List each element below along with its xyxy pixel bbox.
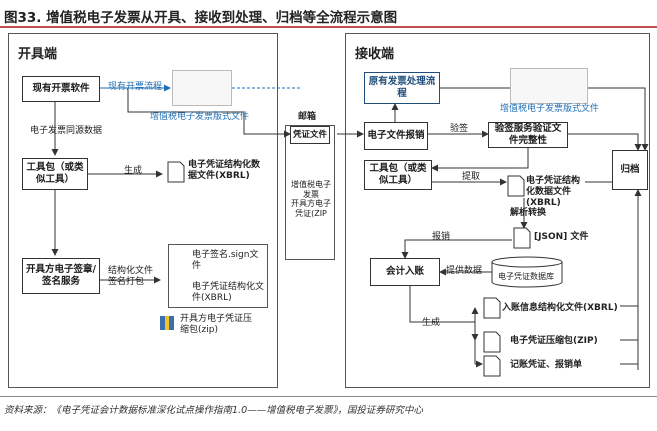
json-doc: [JSON] 文件 <box>534 232 589 242</box>
reimburse-label: 报销 <box>432 232 451 242</box>
voucher-file-box: 凭证文件 <box>290 126 330 144</box>
receiver-tool-box: 工具包（或类似工具） <box>364 160 432 190</box>
verify-service-box: 验签服务验证文件完整性 <box>488 122 568 148</box>
archive-box: 归档 <box>612 150 648 190</box>
mailbox-note: 增值税电子发票 开具方电子凭证(ZIP <box>291 180 331 218</box>
mailbox-panel <box>285 125 335 260</box>
sign-package-frame <box>168 244 268 308</box>
issuer-xbrl2-doc: 电子凭证结构化文件(XBRL) <box>192 282 265 303</box>
extract-label: 提取 <box>462 172 481 182</box>
issuer-zip-doc: 开具方电子凭证压缩包(zip) <box>180 314 253 335</box>
figure-title: 图33. 增值税电子发票从开具、接收到处理、归档等全流程示意图 <box>4 10 398 26</box>
generate-label: 生成 <box>124 166 143 176</box>
issuer-panel-title: 开具端 <box>18 47 58 62</box>
existing-invoice-flow-box: 原有发票处理流程 <box>364 72 440 104</box>
mailbox-title: 邮箱 <box>298 112 317 122</box>
issuer-xbrl-doc: 电子凭证结构化数据文件(XBRL) <box>188 160 261 181</box>
account-xbrl-doc: 入账信息结构化文件(XBRL) <box>502 303 618 313</box>
receiver-panel-title: 接收端 <box>355 47 395 62</box>
issuer-invoice-thumbnail <box>172 70 232 106</box>
records-doc: 记账凭证、报销单 <box>510 360 583 370</box>
existing-software-box: 现有开票软件 <box>22 76 100 102</box>
source-note: 资料来源：《电子凭证会计数据标准深化试点操作指南1.0——增值税电子发票》，国投… <box>4 405 423 416</box>
generate-right-label: 生成 <box>422 318 441 328</box>
receiver-layout-file-label: 增值税电子发票版式文件 <box>500 104 600 114</box>
verify-label: 验签 <box>450 124 469 134</box>
existing-flow-label: 现有开票流程 <box>108 82 163 92</box>
accounting-entry-box: 会计入账 <box>370 258 440 286</box>
title-underline <box>0 26 657 28</box>
struct-pack-label: 结构化文件签名打包 <box>108 266 154 287</box>
parse-label: 解析转换 <box>510 208 547 218</box>
receiver-xbrl-doc: 电子凭证结构化数据文件(XBRL) <box>526 176 581 208</box>
source-data-label: 电子发票同源数据 <box>30 126 103 136</box>
voucher-database-label: 电子凭证数据库 <box>498 272 554 281</box>
capture-reimburse-box: 电子文件报销 <box>364 122 428 150</box>
provide-data-label: 提供数据 <box>446 266 483 276</box>
receiver-zip-doc: 电子凭证压缩包(ZIP) <box>510 336 598 346</box>
source-separator <box>0 396 657 397</box>
issuer-layout-file-label: 增值税电子发票版式文件 <box>150 112 250 122</box>
issuer-tool-box: 工具包（或类似工具） <box>22 158 88 190</box>
receiver-invoice-thumbnail <box>510 68 588 104</box>
sign-file-doc: 电子签名.sign文件 <box>192 250 259 271</box>
sign-service-box: 开具方电子签章/签名服务 <box>22 258 100 294</box>
